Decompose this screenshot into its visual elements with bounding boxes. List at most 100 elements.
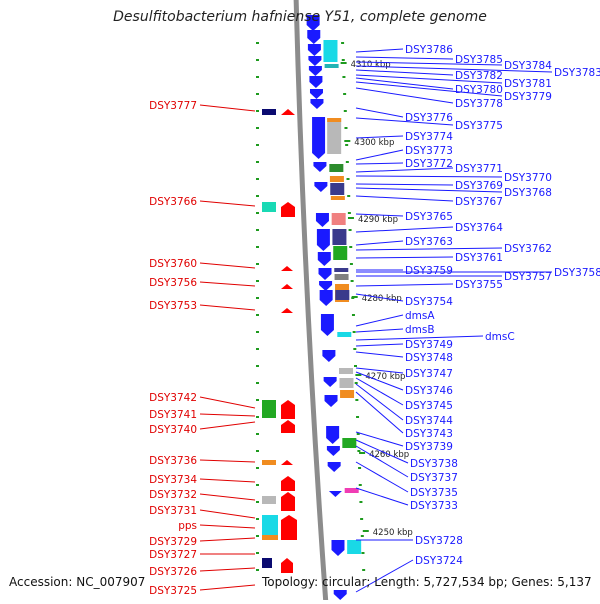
right-gene-label: DSY3769 <box>455 180 503 192</box>
right-marker-dot <box>345 161 349 163</box>
minus-strand-gene-arrow <box>281 558 293 573</box>
left-marker-dot <box>256 467 259 469</box>
genome-backbone <box>293 0 329 604</box>
left-marker-dot <box>256 229 259 231</box>
plus-strand-gene-block <box>339 378 354 388</box>
left-leader-line <box>199 262 256 269</box>
left-marker-dot <box>256 535 259 537</box>
right-leader-line <box>355 81 503 97</box>
right-leader-line <box>355 293 404 302</box>
right-leader-line <box>355 69 454 76</box>
left-marker-dot <box>256 382 259 384</box>
left-marker-dot <box>256 501 259 503</box>
right-marker-dot <box>348 229 352 231</box>
plus-strand-gene-arrow <box>318 268 332 280</box>
right-leader-line <box>355 314 404 327</box>
kbp-tick-label: 4310 kbp <box>351 60 391 70</box>
left-gene-label: DSY3756 <box>149 277 197 289</box>
right-marker-dot <box>356 416 360 418</box>
kbp-tick <box>344 140 351 142</box>
plus-strand-gene-arrow <box>317 252 331 266</box>
minus-strand-gene-block <box>262 496 276 504</box>
right-gene-label: DSY3774 <box>405 131 453 143</box>
plus-strand-gene-arrow <box>319 290 333 306</box>
left-leader-line <box>199 478 256 483</box>
right-gene-label: DSY3737 <box>410 472 458 484</box>
right-gene-label: DSY3772 <box>405 158 453 170</box>
kbp-tick <box>340 62 347 64</box>
right-gene-label: DSY3748 <box>405 352 453 364</box>
right-leader-line <box>355 117 454 126</box>
plus-strand-gene-block <box>347 540 362 554</box>
minus-strand-gene-block <box>262 460 276 465</box>
right-marker-dot <box>360 535 364 537</box>
left-leader-line <box>199 281 256 287</box>
plus-strand-gene-arrow <box>323 377 337 387</box>
plus-strand-gene-arrow <box>316 229 330 251</box>
minus-strand-gene-block <box>262 515 278 535</box>
left-leader-line <box>199 200 256 207</box>
right-leader-line <box>355 226 454 233</box>
left-gene-label: DSY3726 <box>149 566 197 578</box>
right-gene-label: DSY3724 <box>415 555 463 567</box>
right-leader-line <box>355 461 409 493</box>
right-leader-line <box>355 367 404 374</box>
minus-strand-gene-block <box>262 535 278 540</box>
right-gene-label: DSY3773 <box>405 145 453 157</box>
left-marker-dot <box>256 195 259 197</box>
left-marker-dot <box>256 518 259 520</box>
left-gene-label: DSY3777 <box>149 100 197 112</box>
kbp-tick <box>347 217 354 219</box>
plus-strand-gene-block <box>333 246 348 260</box>
kbp-tick <box>355 374 362 376</box>
plus-strand-gene-arrow <box>309 89 323 99</box>
right-gene-label: DSY3782 <box>455 70 503 82</box>
plus-strand-gene-arrow <box>313 162 327 172</box>
right-marker-dot <box>346 178 350 180</box>
right-leader-line <box>355 183 454 186</box>
right-marker-dot <box>345 144 349 146</box>
right-gene-label: DSY3786 <box>405 44 453 56</box>
right-gene-label: DSY3765 <box>405 211 453 223</box>
right-gene-label: DSY3763 <box>405 236 453 248</box>
right-leader-line <box>355 431 404 447</box>
plus-strand-gene-block <box>331 213 346 225</box>
left-marker-dot <box>256 127 259 129</box>
map-title: Desulfitobacterium hafniense Y51, comple… <box>113 9 487 25</box>
left-gene-label: DSY3740 <box>149 424 197 436</box>
plus-strand-gene-block <box>329 164 344 172</box>
right-leader-line <box>355 213 404 217</box>
right-leader-line <box>355 149 404 161</box>
left-leader-line <box>199 396 256 409</box>
right-gene-label: DSY3745 <box>405 400 453 412</box>
right-leader-line <box>355 328 404 333</box>
left-gene-label: DSY3736 <box>149 455 197 467</box>
left-marker-dot <box>256 59 259 61</box>
right-marker-dot <box>356 433 360 435</box>
right-gene-label: DSY3747 <box>405 368 453 380</box>
right-leader-line <box>355 61 503 66</box>
left-gene-label: DSY3760 <box>149 258 197 270</box>
right-gene-label: dmsA <box>405 310 435 322</box>
left-marker-dot <box>256 552 259 554</box>
right-gene-label: DSY3755 <box>455 279 503 291</box>
left-marker-dot <box>256 263 259 265</box>
plus-strand-gene-block <box>334 268 349 272</box>
minus-strand-gene-arrow <box>281 109 295 115</box>
right-marker-dot <box>358 484 362 486</box>
right-gene-label: DSY3754 <box>405 296 453 308</box>
right-leader-line <box>355 391 404 434</box>
left-gene-label: DSY3729 <box>149 536 197 548</box>
right-leader-line <box>355 56 454 60</box>
accession-text: Accession: NC_007907 <box>9 575 146 589</box>
left-leader-line <box>199 304 256 311</box>
left-gene-label: DSY3742 <box>149 392 197 404</box>
minus-strand-gene-arrow <box>281 460 293 465</box>
plus-strand-gene-block <box>342 438 357 448</box>
right-leader-line <box>355 65 553 73</box>
right-gene-label: DSY3743 <box>405 428 453 440</box>
right-gene-label: DSY3768 <box>504 187 552 199</box>
kbp-tick-label: 4300 kbp <box>354 138 394 148</box>
plus-strand-gene-arrow <box>320 314 334 336</box>
